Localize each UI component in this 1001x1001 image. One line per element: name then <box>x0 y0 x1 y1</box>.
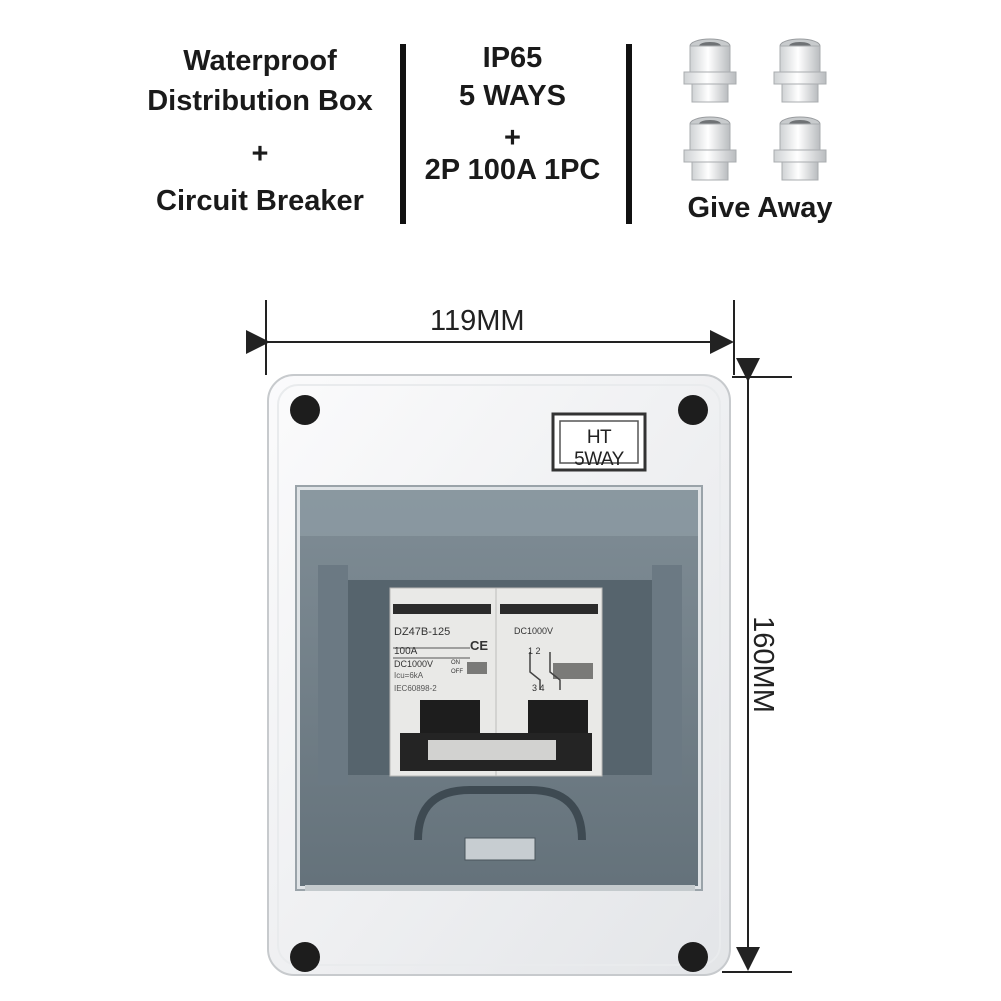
screw-icon <box>290 395 320 425</box>
product-line-2: Distribution Box <box>147 85 373 117</box>
breaker-standard: IEC60898-2 <box>394 684 437 693</box>
breaker-voltage: DC1000V <box>394 659 434 669</box>
screw-icon <box>678 942 708 972</box>
spec-plus: + <box>504 122 521 154</box>
circuit-breaker <box>389 587 603 777</box>
box-label: HT 5WAY <box>574 427 624 470</box>
product-plus: + <box>251 138 269 170</box>
toggle-lever <box>420 700 480 734</box>
give-away-label: Give Away <box>687 192 833 224</box>
product-line-1: Waterproof <box>183 45 337 77</box>
label-plate <box>551 412 647 472</box>
spec-line-1: IP65 <box>482 42 543 74</box>
breaker-model: DZ47B-125 <box>394 626 451 638</box>
spec-line-2: 5 WAYS <box>459 80 566 112</box>
terminals-bottom: 3 4 <box>532 683 545 693</box>
terminals-top: 1 2 <box>528 646 541 656</box>
ce-mark: CE <box>470 638 489 653</box>
divider-2 <box>626 44 632 224</box>
screw-icon <box>678 395 708 425</box>
breaker-rating: 100A <box>394 646 418 657</box>
breaker-icu: Icu=6kA <box>394 671 424 680</box>
off-label: OFF <box>451 669 463 675</box>
product-line-3: Circuit Breaker <box>156 185 364 217</box>
breaker-right-voltage: DC1000V <box>514 626 554 636</box>
width-label: 119MM <box>430 305 525 337</box>
on-label: ON <box>451 660 460 666</box>
toggle-lever <box>528 700 588 734</box>
height-dimension <box>722 358 792 973</box>
width-dimension <box>246 300 735 375</box>
screw-icon <box>290 942 320 972</box>
spec-line-3: 2P 100A 1PC <box>424 154 601 186</box>
height-label: 160MM <box>746 616 779 713</box>
divider-1 <box>400 44 406 224</box>
